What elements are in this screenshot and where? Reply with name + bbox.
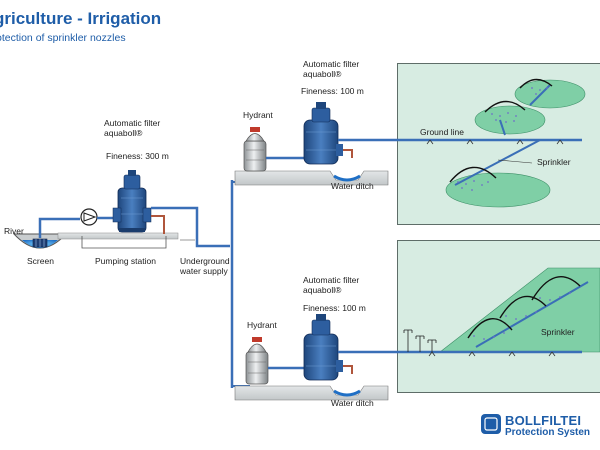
label-filter-top-fineness: Fineness: 100 m xyxy=(301,86,364,96)
label-filter-top-1: Automatic filter xyxy=(303,59,360,69)
label-ground-line: Ground line xyxy=(420,127,464,137)
label-sprinkler-top: Sprinkler xyxy=(537,157,571,167)
label-water-ditch-bottom: Water ditch xyxy=(331,398,374,408)
label-hydrant-top: Hydrant xyxy=(243,110,273,120)
ground-main xyxy=(57,232,179,240)
logo-tagline: Protection Systen xyxy=(505,427,591,438)
standpipe-sprinklers xyxy=(403,329,437,352)
sprinkler-jet-4 xyxy=(467,318,513,339)
label-filter-bottom-2: aquaboll® xyxy=(303,285,342,295)
label-river: River xyxy=(4,226,24,236)
label-underground-1: Underground xyxy=(180,256,230,266)
label-filter-main-2: aquaboll® xyxy=(104,128,143,138)
hydrant-top-icon xyxy=(243,127,267,172)
label-filter-bottom-1: Automatic filter xyxy=(303,275,360,285)
pump-icon xyxy=(80,208,98,226)
label-filter-main-fineness: Fineness: 300 m xyxy=(106,151,169,161)
sprinkler-jet-1 xyxy=(484,100,526,113)
field-bottom-content xyxy=(400,267,600,357)
filter-top-icon xyxy=(303,102,343,165)
ground-bottom xyxy=(234,385,389,401)
pumping-station-bracket xyxy=(81,236,167,249)
field-top-content xyxy=(400,78,586,208)
sprinkler-jet-6 xyxy=(531,276,581,301)
label-filter-bottom-fineness: Fineness: 100 m xyxy=(303,303,366,313)
ground-top xyxy=(234,170,389,186)
label-filter-main-1: Automatic filter xyxy=(104,118,161,128)
label-screen: Screen xyxy=(27,256,54,266)
label-hydrant-bottom: Hydrant xyxy=(247,320,277,330)
label-underground-2: water supply xyxy=(180,266,228,276)
page-subtitle: otection of sprinkler nozzles xyxy=(0,32,126,44)
filter-bottom-icon xyxy=(303,314,343,381)
bollfilter-logo-icon xyxy=(481,414,501,434)
sprinkler-jet-5 xyxy=(499,295,547,319)
hydrant-bottom-icon xyxy=(245,337,269,385)
logo-brand: BOLLFILTEI xyxy=(505,413,582,428)
filter-main-icon xyxy=(112,170,152,233)
sprinkler-jet-2 xyxy=(519,78,553,89)
sprinkler-jet-3 xyxy=(449,166,497,183)
page-title: griculture - Irrigation xyxy=(0,9,162,28)
label-filter-top-2: aquaboll® xyxy=(303,69,342,79)
label-pumping-station: Pumping station xyxy=(95,256,156,266)
label-sprinkler-bottom: Sprinkler xyxy=(541,327,575,337)
label-water-ditch-top: Water ditch xyxy=(331,181,374,191)
